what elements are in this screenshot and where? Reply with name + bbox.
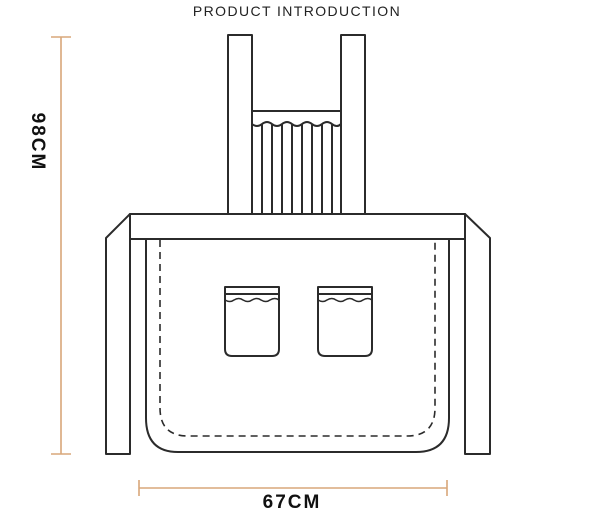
main-body: [145, 237, 450, 453]
top-bar: [129, 213, 466, 240]
right-pocket-body: [317, 286, 373, 357]
backrest-wavy-edge: [251, 121, 342, 127]
left-back-post: [227, 34, 253, 216]
right-back-post: [340, 34, 366, 216]
left-pocket: [224, 286, 280, 357]
left-side-flap: [105, 213, 131, 455]
left-pocket-body: [224, 286, 280, 357]
height-dimension: [51, 36, 71, 455]
right-pocket: [317, 286, 373, 357]
height-label: 98CM: [27, 113, 48, 172]
left-pocket-wave: [224, 297, 280, 303]
width-dimension: [138, 480, 448, 496]
backrest-ribs: [261, 124, 333, 213]
right-side-flap: [464, 213, 491, 455]
backrest-panel: [251, 110, 342, 216]
product-drawing: [105, 34, 491, 455]
page-title: PRODUCT INTRODUCTION: [193, 3, 401, 19]
right-pocket-wave: [317, 297, 373, 303]
width-label: 67CM: [263, 492, 322, 513]
